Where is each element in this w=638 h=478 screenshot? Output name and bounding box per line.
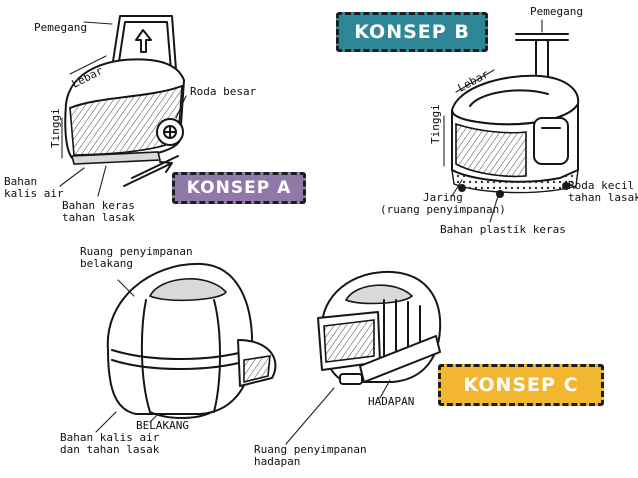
label-bahan-kalis-air-a: Bahan kalis air [4,176,64,200]
label-roda-kecil-line1: Roda kecil [568,179,635,192]
label-jaring-line2: (ruang penyimpanan) [380,203,506,216]
label-ruang-hadapan-line2: hadapan [254,455,301,468]
label-tinggi-b: Tinggi [429,104,442,144]
label-jaring-line1: Jaring [423,191,463,204]
label-bahan-kalis-air-c-line2: dan tahan lasak [60,443,160,456]
label-bahan-keras: Bahan keras tahan lasak [62,200,135,224]
label-bahan-kalis-air-c-line1: Bahan kalis air [60,431,160,444]
konsep-a-title: KONSEP A [186,178,292,198]
konsep-a-badge: KONSEP A [172,172,306,204]
label-roda-besar: Roda besar [190,85,257,98]
konsep-b-trolley-sketch [443,19,580,223]
label-ruang-belakang: Ruang penyimpanan belakang [80,246,193,270]
label-roda-kecil-line2: tahan lasak [568,191,638,204]
konsep-c-badge: KONSEP C [438,364,604,406]
konsep-a-trolley-sketch [59,15,187,197]
label-ruang-belakang-line2: belakang [80,257,133,270]
konsep-b-title: KONSEP B [354,21,470,43]
label-belakang: BELAKANG [136,419,189,432]
label-bahan-kalis-air-a-line1: Bahan [4,175,38,188]
label-ruang-belakang-line1: Ruang penyimpanan [80,245,193,258]
label-bahan-plastik-keras: Bahan plastik keras [440,223,566,236]
label-bahan-kalis-air-c: Bahan kalis air dan tahan lasak [60,432,159,456]
label-bahan-keras-line2: tahan lasak [62,211,135,224]
label-tinggi-a: Tinggi [49,108,62,148]
label-pemegang-b: Pemegang [530,5,583,18]
label-bahan-kalis-air-a-line2: kalis air [4,187,64,200]
label-pemegang-a: Pemegang [34,21,87,34]
label-jaring: Jaring (ruang penyimpanan) [380,192,506,216]
label-hadapan: HADAPAN [368,395,415,408]
konsep-c-back-view-sketch [95,262,277,433]
label-ruang-hadapan: Ruang penyimpanan hadapan [254,444,367,468]
konsep-b-badge: KONSEP B [336,12,488,52]
label-ruang-hadapan-line1: Ruang penyimpanan [254,443,367,456]
konsep-c-front-view-sketch [285,270,442,445]
label-roda-kecil: Roda kecil tahan lasak [568,180,638,204]
konsep-c-title: KONSEP C [463,374,579,396]
label-bahan-keras-line1: Bahan keras [62,199,135,212]
